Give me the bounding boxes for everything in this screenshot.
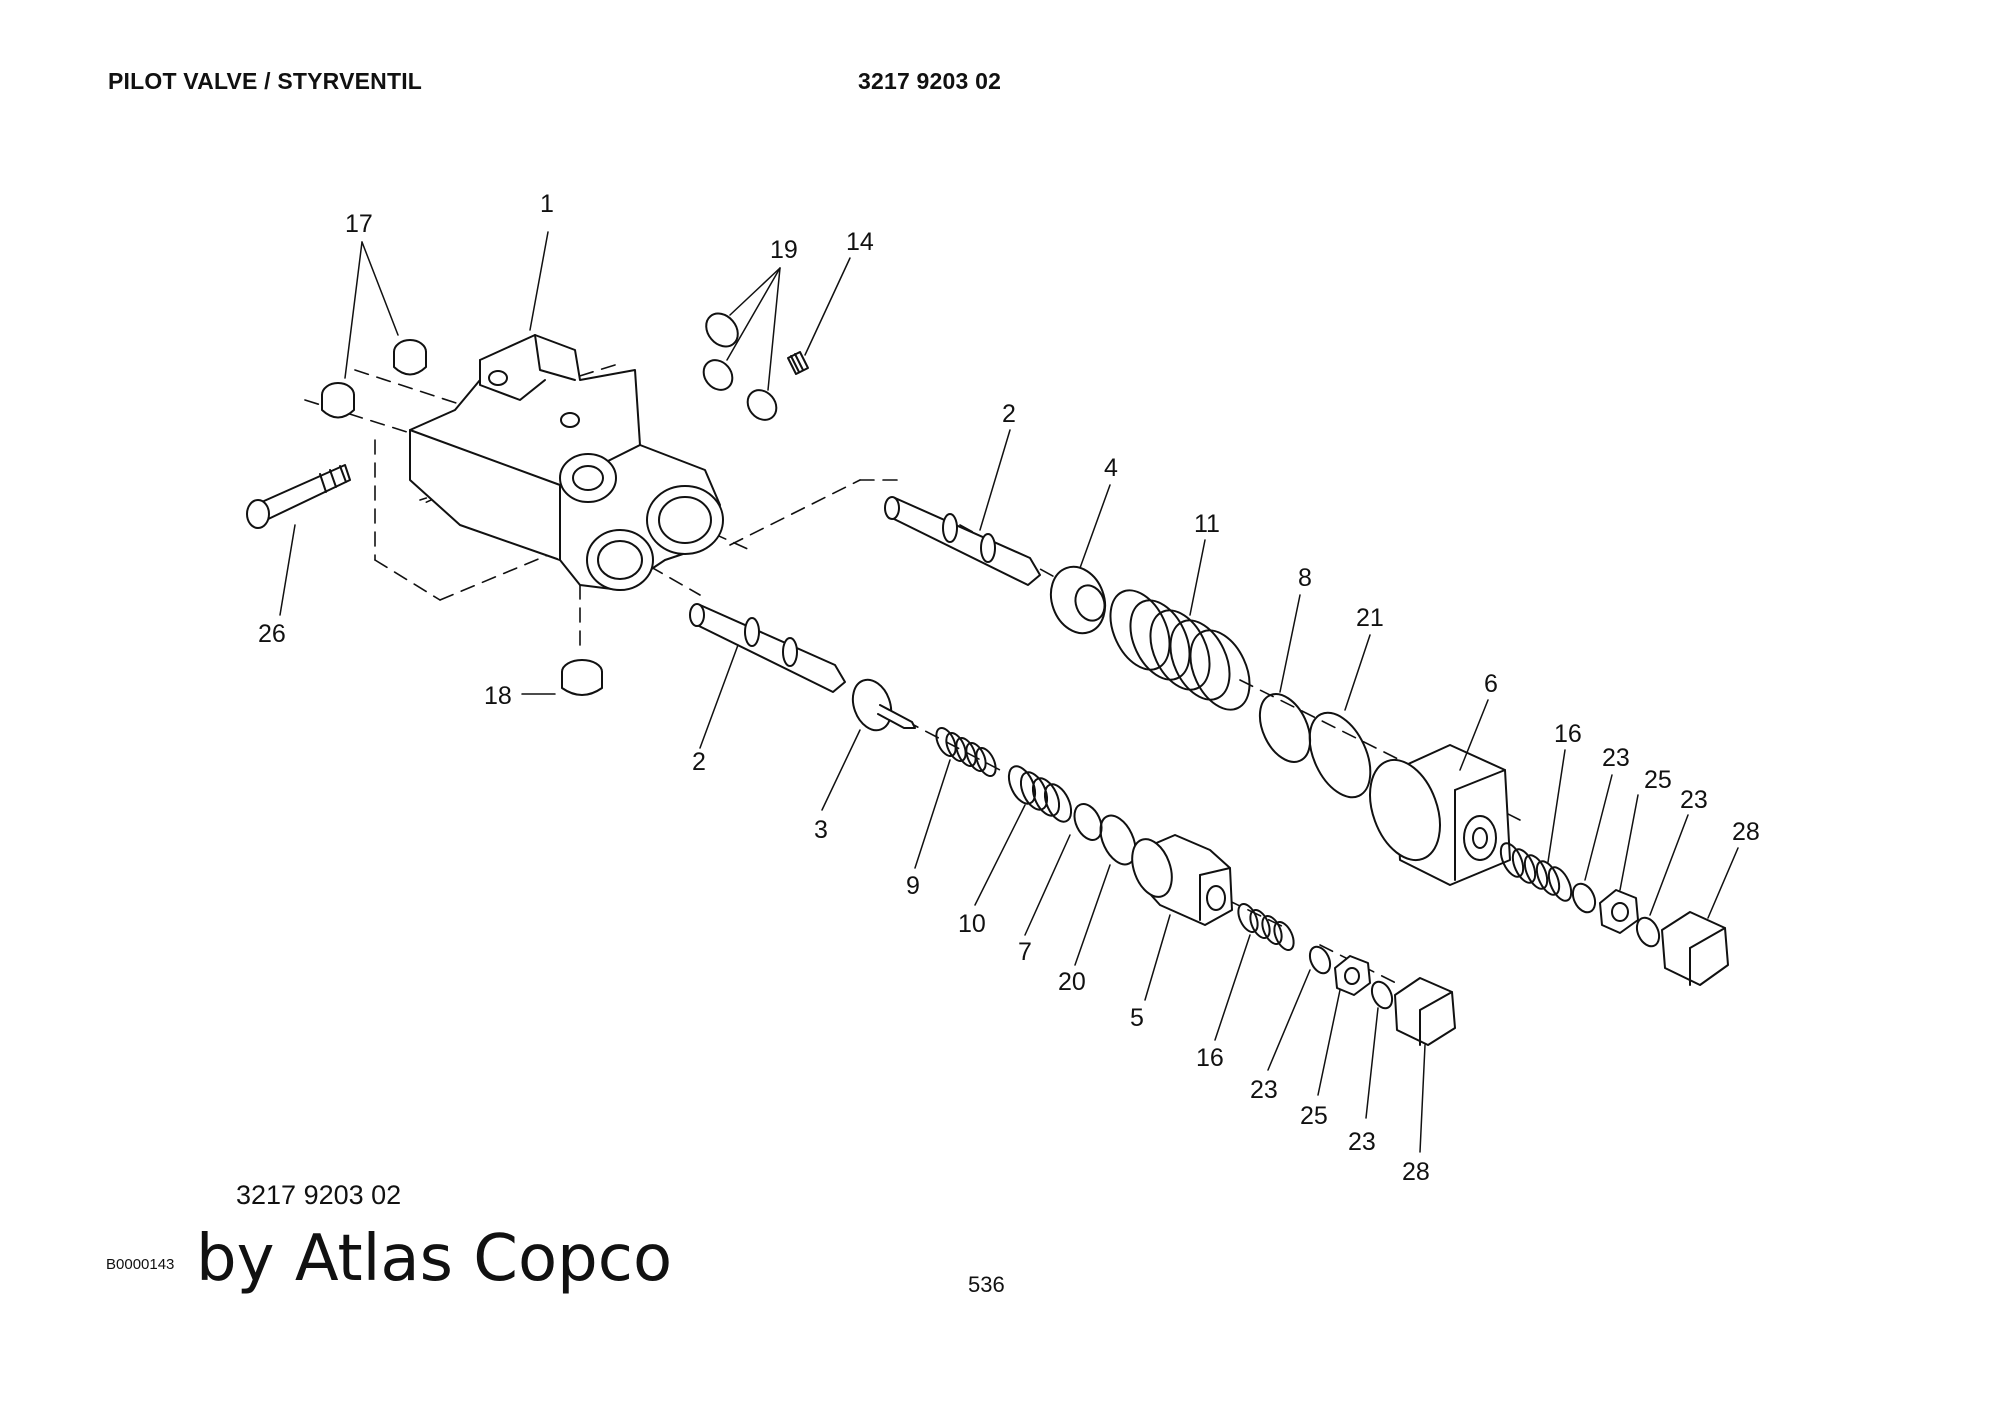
- image-code: B0000143: [106, 1256, 175, 1273]
- callout-10: 10: [958, 910, 986, 938]
- spring-part-11: [1109, 589, 1251, 711]
- plug-part-18: [561, 659, 603, 696]
- spring-seat-part-3: [851, 678, 916, 732]
- set-screw-part-14: [787, 351, 809, 375]
- spring-seat-part-4: [1049, 565, 1107, 635]
- callout-5: 5: [1130, 1004, 1144, 1032]
- spool-part-2-upper: [884, 496, 1041, 586]
- washer-part-23-a: [1571, 882, 1597, 914]
- callout-21: 21: [1356, 604, 1384, 632]
- callout-14: 14: [846, 228, 874, 256]
- callout-2-lower: 2: [692, 748, 706, 776]
- callout-18: 18: [484, 682, 512, 710]
- o-ring-part-19: [702, 312, 778, 421]
- callout-16-upper: 16: [1554, 720, 1582, 748]
- housing-part-1: [409, 334, 724, 591]
- nut-part-25-lower: [1334, 955, 1371, 996]
- callout-labels: 1 17 19 14 26 18 2 4 11 8 21 6 16 23 25 …: [258, 190, 1760, 1186]
- page-title: PILOT VALVE / STYRVENTIL: [108, 68, 423, 94]
- callout-3: 3: [814, 816, 828, 844]
- callout-9: 9: [906, 872, 920, 900]
- callout-23-b: 23: [1680, 786, 1708, 814]
- callout-23-d: 23: [1348, 1128, 1376, 1156]
- ring-part-8: [1258, 693, 1312, 763]
- callout-26: 26: [258, 620, 286, 648]
- spring-part-16-lower: [1237, 902, 1295, 952]
- drawing-number: 3217 9203 02: [236, 1180, 402, 1210]
- callout-6: 6: [1484, 670, 1498, 698]
- callout-20: 20: [1058, 968, 1086, 996]
- callout-2-upper: 2: [1002, 400, 1016, 428]
- ring-part-21: [1308, 711, 1372, 799]
- callout-28-lower: 28: [1402, 1158, 1430, 1186]
- plug-part-17: [321, 339, 427, 419]
- nut-part-25-upper: [1599, 889, 1639, 934]
- washer-part-23-c: [1308, 945, 1332, 975]
- callout-7: 7: [1018, 938, 1032, 966]
- spring-part-9: [935, 726, 997, 778]
- page-number: 536: [968, 1272, 1005, 1297]
- callout-1: 1: [540, 190, 554, 218]
- callout-25-upper: 25: [1644, 766, 1672, 794]
- cap-nut-part-28-upper: [1661, 911, 1729, 986]
- ring-part-20: [1099, 814, 1137, 866]
- fitting-part-6: [1369, 744, 1511, 886]
- callout-25-lower: 25: [1300, 1102, 1328, 1130]
- fitting-part-5: [1131, 834, 1233, 926]
- callout-16-lower: 16: [1196, 1044, 1224, 1072]
- spring-part-16-upper: [1499, 842, 1573, 902]
- spool-part-2-lower: [689, 603, 846, 693]
- callout-28-upper: 28: [1732, 818, 1760, 846]
- callout-17: 17: [345, 210, 373, 238]
- callout-23-a: 23: [1602, 744, 1630, 772]
- brand-text: by Atlas Copco: [196, 1222, 673, 1296]
- washer-part-23-d: [1370, 980, 1394, 1010]
- spring-part-10: [1007, 765, 1073, 823]
- document-number: 3217 9203 02: [858, 68, 1002, 94]
- washer-part-23-b: [1635, 916, 1661, 948]
- leader-lines: [279, 231, 1739, 1153]
- callout-8: 8: [1298, 564, 1312, 592]
- callout-11: 11: [1194, 510, 1220, 538]
- cap-nut-part-28-lower: [1394, 977, 1456, 1046]
- callout-23-c: 23: [1250, 1076, 1278, 1104]
- ring-part-7: [1073, 803, 1103, 841]
- callout-19: 19: [770, 236, 798, 264]
- cap-screw-part-26: [246, 464, 351, 529]
- callout-4: 4: [1104, 454, 1118, 482]
